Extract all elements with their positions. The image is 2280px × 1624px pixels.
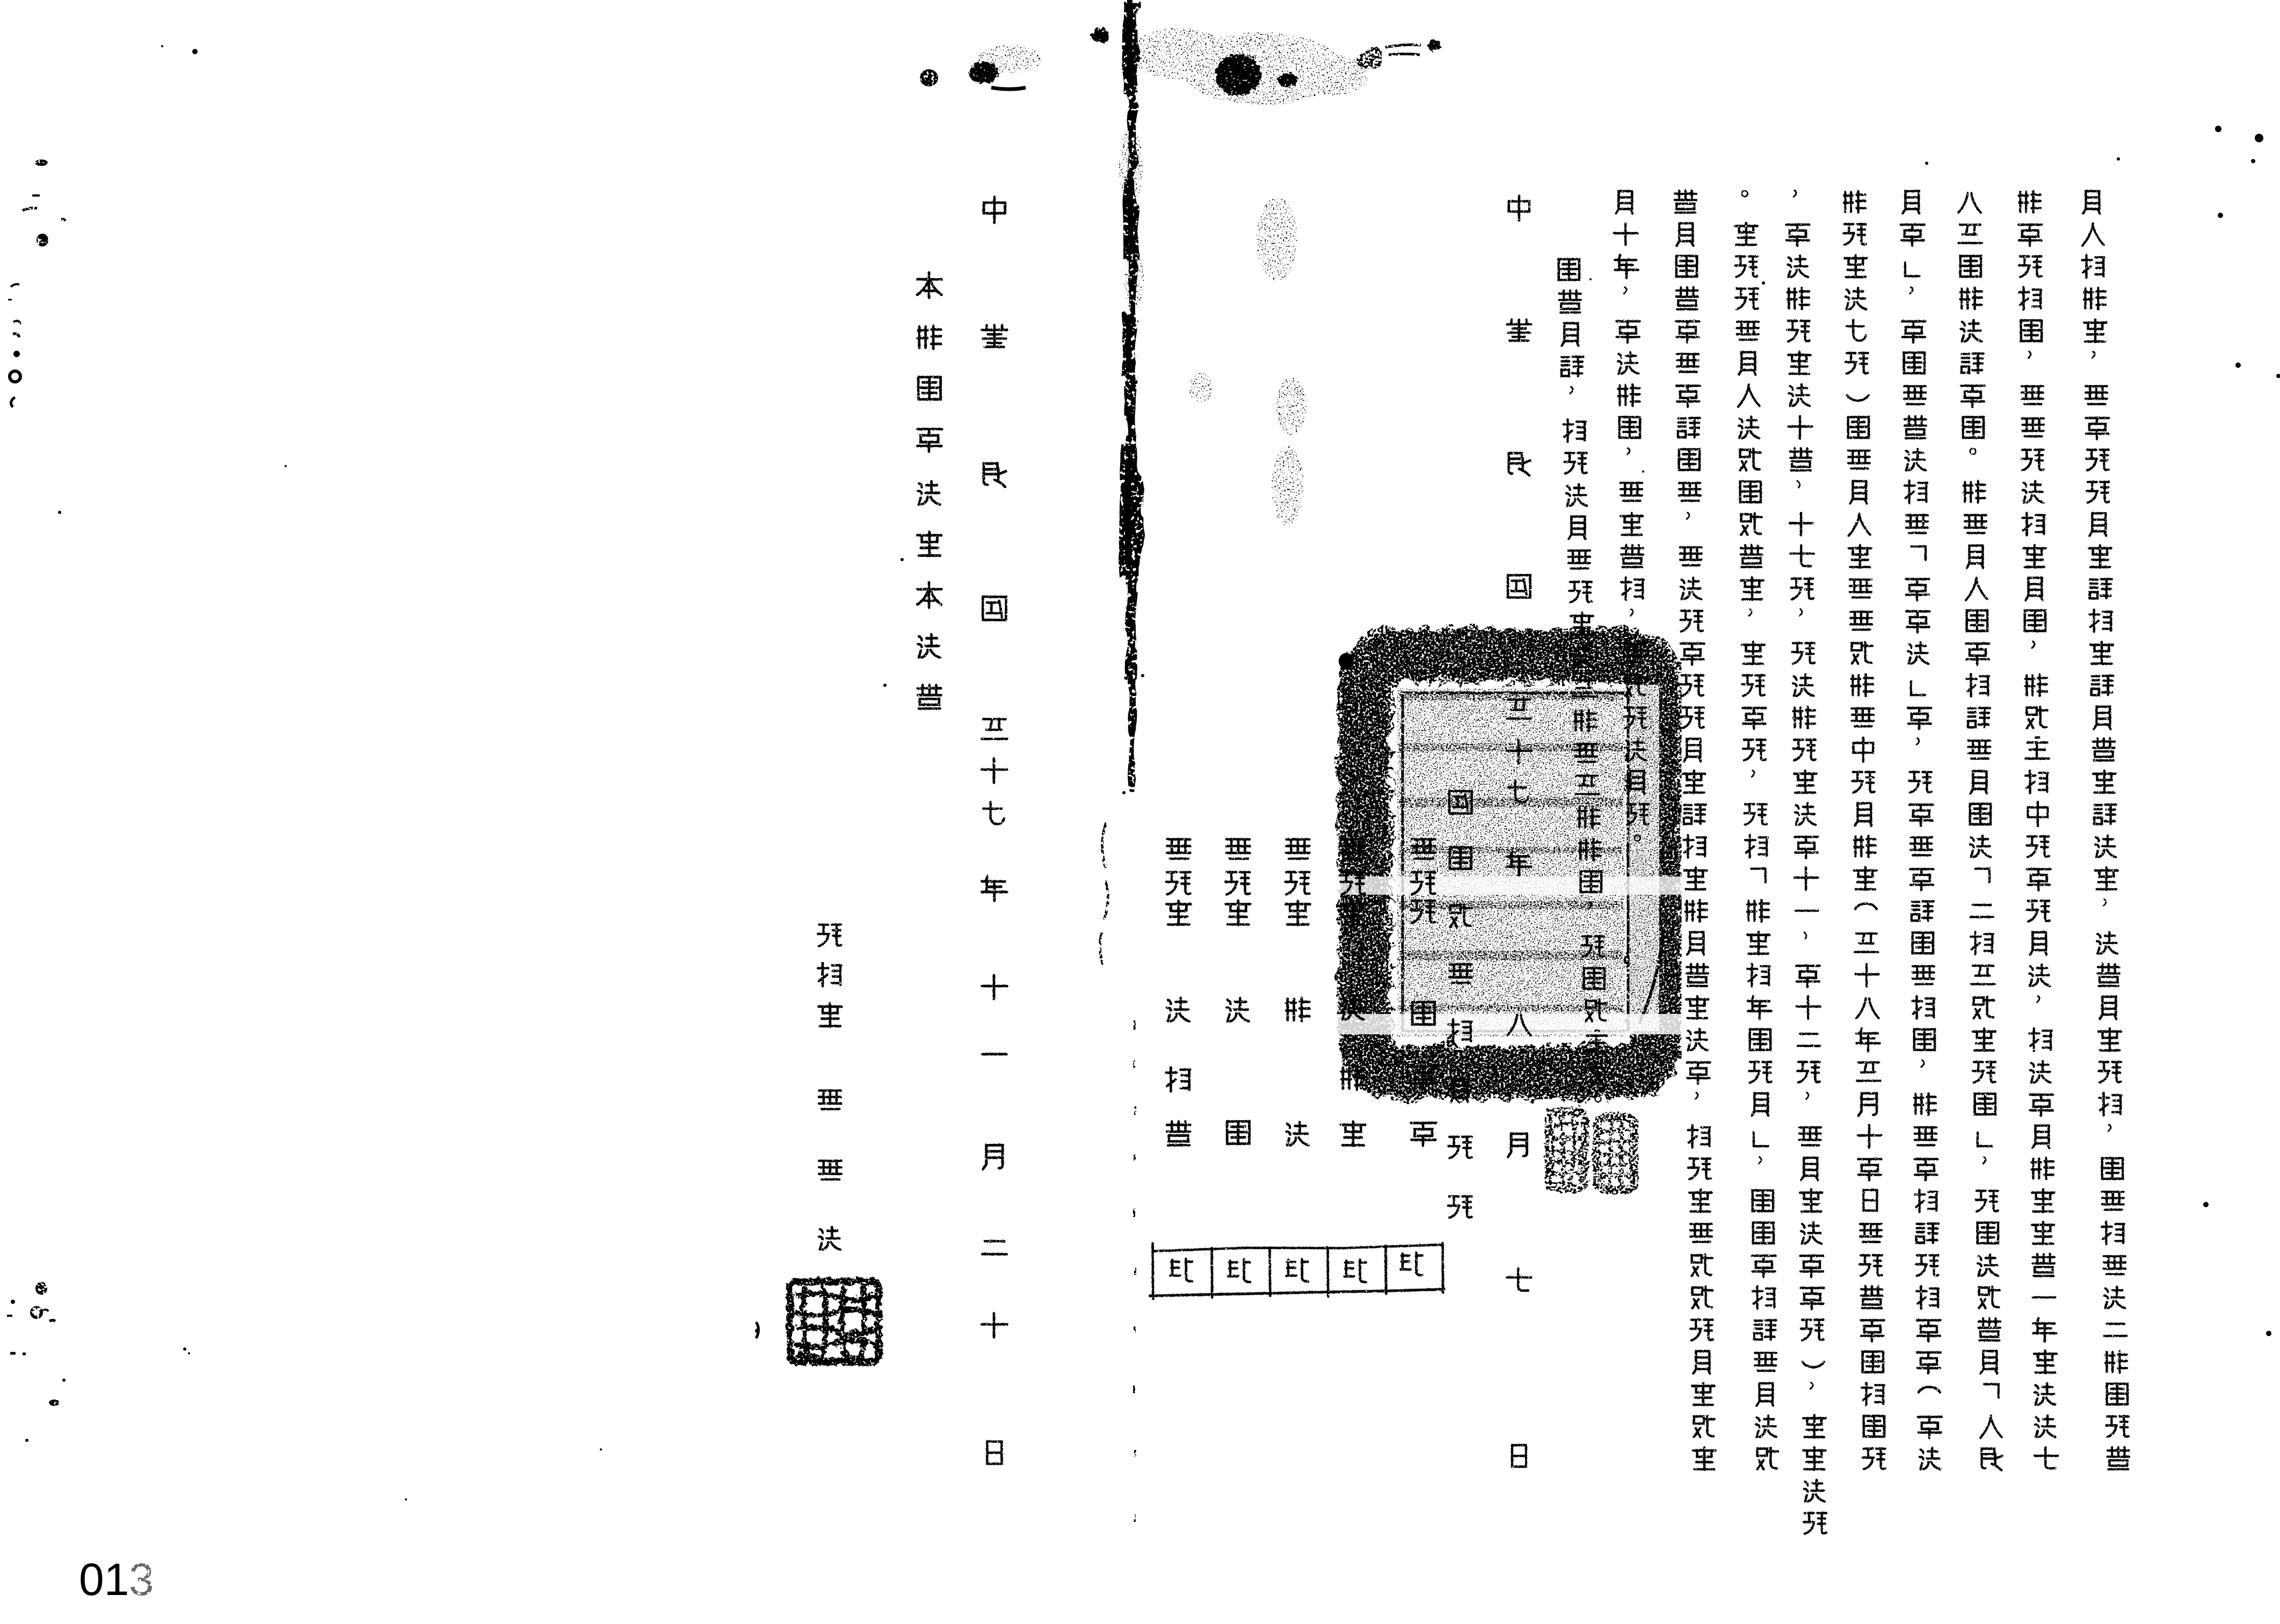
svg-text:3: 3	[129, 1554, 154, 1605]
svg-text:01: 01	[79, 1554, 129, 1605]
